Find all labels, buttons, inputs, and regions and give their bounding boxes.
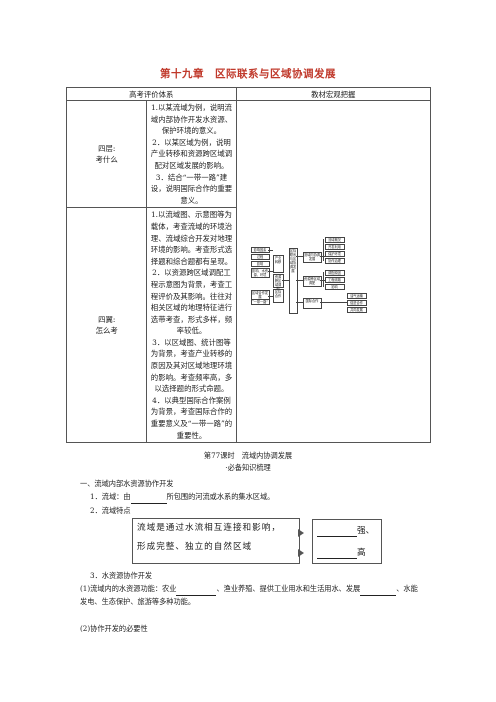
connector bbox=[319, 301, 347, 303]
para-1: 1．流域：由 所包围的河流或水系的集水区域。 bbox=[90, 491, 274, 504]
diagram-cell: 影响因素 过程 影响 影响、水资源、环境 区域合作发展 “一带一路” 产业转移 … bbox=[235, 99, 431, 444]
connector bbox=[295, 279, 303, 281]
para-5: (2)协作开发的必要性 bbox=[80, 624, 148, 633]
diag-box: 调配原因 bbox=[324, 269, 345, 276]
item-text: 1.以某流域为例，说明流域内部协作开发水资源、保护环境的意义。 bbox=[150, 103, 233, 136]
evaluation-table: 高考评价体系 教材宏观把握 四层: 考什么 1.以某流域为例，说明流域内部协作开… bbox=[65, 87, 431, 444]
arrow-icon bbox=[298, 549, 304, 557]
result-line: 高 bbox=[317, 546, 366, 559]
connector bbox=[319, 255, 325, 257]
para-1-post: 所包围的河流或水系的集水区域。 bbox=[166, 492, 275, 501]
para-4-pre: (1)流域内的水资源功能：农业 bbox=[80, 584, 177, 593]
heading-1: 一、流域内部水资源协作开发 bbox=[80, 479, 174, 488]
item-text: 4．以典型国际合作案例为背景，考查国际合作的重要意义及“一带一路”的重要性。 bbox=[150, 395, 233, 440]
diag-box: 影响 bbox=[250, 260, 270, 267]
layer-sub: 考什么 bbox=[95, 155, 118, 165]
para-4-mid: 、渔业养殖、提供工业用水和生活用水、发展 bbox=[216, 584, 361, 593]
diag-box: 流域概况 bbox=[324, 236, 345, 243]
connector bbox=[267, 270, 273, 272]
chapter-title: 第十九章 区际联系与区域协调发展 bbox=[160, 68, 336, 80]
diag-box: 协作治理 bbox=[324, 257, 345, 264]
diag-box: “一带一路” bbox=[250, 298, 270, 305]
table-head-right: 教材宏观把握 bbox=[235, 87, 431, 101]
para-4-post: 、水能发电、生态保护、旅游等多种功能。 bbox=[80, 584, 418, 606]
diag-box: 影响 bbox=[324, 283, 345, 290]
diag-box: 共同发展 bbox=[346, 306, 367, 313]
diag-box: 国际合作 bbox=[302, 297, 322, 309]
layer-sub: 怎么考 bbox=[95, 326, 118, 336]
diag-box: 促进合作 bbox=[346, 299, 367, 306]
connector bbox=[267, 249, 273, 251]
diag-box: 油气运输 bbox=[346, 292, 367, 299]
feature-line: 流域是通过水流相互连接和影响， bbox=[137, 523, 281, 533]
connector bbox=[319, 279, 325, 281]
result-text: 高 bbox=[357, 548, 366, 558]
item-text: 3．结合“一带一路”建设，说明国际合作的重要意义。 bbox=[150, 172, 233, 205]
connector bbox=[322, 238, 324, 261]
item-text: 3．以区域图、统计图等为背景，考查产业转移的原因及其对区域地理环境的影响。考查频… bbox=[150, 337, 233, 394]
para-2: 2．流域特点 bbox=[90, 506, 131, 515]
diag-box: 区际合作 bbox=[272, 288, 284, 303]
arrow-icon bbox=[298, 529, 304, 537]
items-cell-2: 1.以流域图、示意图等为载体，考查流域的环境治理、流域综合开发对地理环境的影响。… bbox=[146, 207, 237, 444]
para-1-pre: 1．流域：由 bbox=[90, 492, 131, 501]
diag-box: 工程线路 bbox=[324, 276, 345, 283]
diag-box: 产业转移 bbox=[272, 254, 284, 273]
items-cell-1: 1.以某流域为例，说明流域内部协作开发水资源、保护环境的意义。 2．以某区域为例… bbox=[146, 99, 237, 209]
fill-blank bbox=[130, 491, 167, 504]
diag-box: 过程 bbox=[250, 253, 270, 260]
result-text: 强、 bbox=[357, 526, 375, 536]
diag-box: 流域内协调发展 bbox=[302, 251, 322, 263]
item-text: 2．以某区域为例，说明产业转移和资源跨区域调配对区域发展的影响。 bbox=[150, 137, 233, 170]
para-3: 3．水资源协作开发 bbox=[90, 571, 153, 580]
feature-box: 流域是通过水流相互连接和影响， 形成完整、独立的自然区域 bbox=[132, 518, 300, 564]
item-text: 2．以资源跨区域调配工程示意图为背景，考查工程评价及其影响。往往对相关区域的地理… bbox=[150, 268, 233, 336]
connector bbox=[295, 255, 303, 257]
lesson-title: 第77课时 流域内协调发展 bbox=[203, 451, 293, 460]
diag-box: 影响、水资源、环境 bbox=[250, 267, 270, 278]
table-head-left: 高考评价体系 bbox=[66, 87, 237, 101]
connector bbox=[267, 295, 273, 297]
layer-cell-2: 四翼: 怎么考 bbox=[65, 207, 148, 444]
diag-box: 资源跨区域调配 bbox=[272, 273, 284, 291]
feature-result-box: 强、 高 bbox=[312, 519, 382, 564]
diag-center-box: 区际联系与区域协调发展 bbox=[288, 247, 298, 314]
item-text: 1.以流域图、示意图等为载体，考查流域的环境治理、流域综合开发对地理环境的影响。… bbox=[150, 210, 233, 266]
section-sub: ·必备知识梳理 bbox=[225, 463, 271, 472]
connector bbox=[281, 279, 289, 281]
layer-cell-1: 四层: 考什么 bbox=[65, 99, 148, 209]
diag-box: 保护环境 bbox=[324, 250, 345, 257]
concept-diagram: 影响因素 过程 影响 影响、水资源、环境 区域合作发展 “一带一路” 产业转移 … bbox=[237, 140, 427, 404]
diag-box: 资源跨区域调配 bbox=[302, 275, 322, 287]
feature-line: 形成完整、独立的自然区域 bbox=[137, 542, 253, 552]
layer-label: 四翼: bbox=[98, 315, 116, 325]
result-line: 强、 bbox=[317, 524, 374, 537]
connector bbox=[322, 271, 324, 287]
diag-box: 开发利用 bbox=[324, 243, 345, 250]
para-4: (1)流域内的水资源功能：农业 、渔业养殖、提供工业用水和生活用水、发展 、水能… bbox=[80, 583, 420, 608]
layer-label: 四层: bbox=[98, 144, 116, 154]
connector bbox=[295, 301, 303, 303]
